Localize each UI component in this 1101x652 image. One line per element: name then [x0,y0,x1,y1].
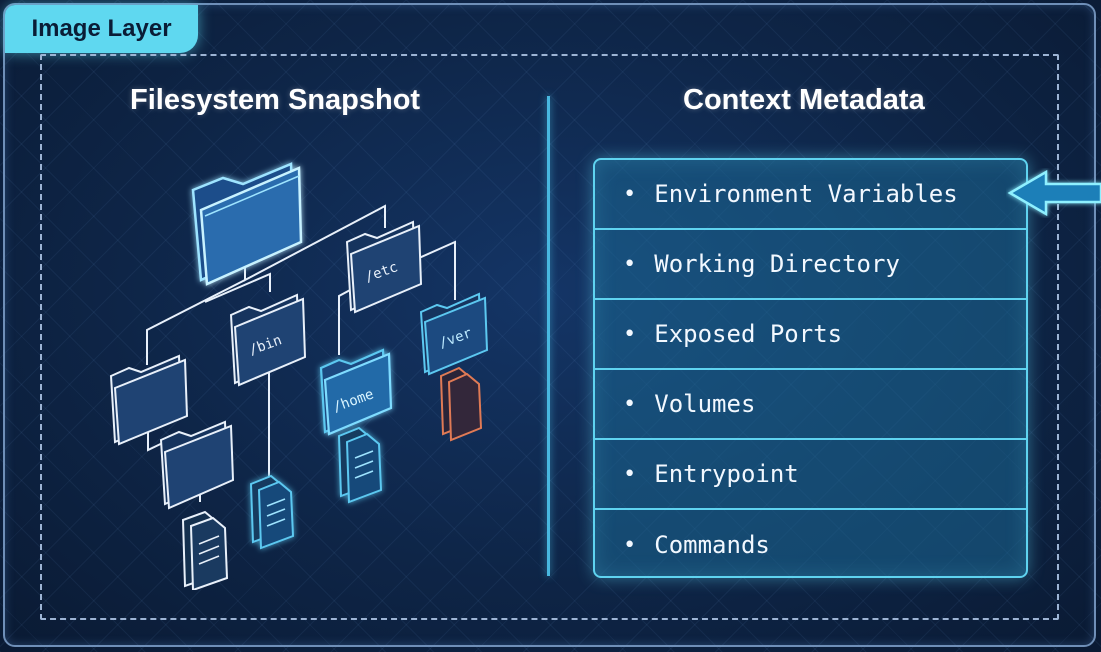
metadata-item-exposed-ports: • Exposed Ports [595,300,1026,370]
metadata-item-entrypoint: • Entrypoint [595,440,1026,510]
filesystem-tree-svg: /etc /bin /ver /home [109,162,489,592]
folder-icon: /ver [419,292,489,376]
context-metadata-panel: • Environment Variables • Working Direct… [593,158,1028,578]
metadata-item-volumes: • Volumes [595,370,1026,440]
document-icon [439,366,483,442]
filesystem-tree: /etc /bin /ver /home [95,150,515,592]
folder-icon [159,420,235,510]
document-icon [249,474,295,550]
metadata-item-label: Environment Variables [654,180,958,208]
metadata-item-label: Commands [654,531,770,559]
layer-boundary [40,54,1059,620]
document-icon [181,510,229,592]
filesystem-heading: Filesystem Snapshot [130,84,421,116]
bullet: • [623,532,637,558]
metadata-item-working-directory: • Working Directory [595,230,1026,300]
arrow-left-icon [1007,169,1101,217]
metadata-item-label: Volumes [654,390,756,418]
section-divider [547,96,550,576]
bullet: • [623,181,637,207]
metadata-item-commands: • Commands [595,510,1026,576]
metadata-heading: Context Metadata [683,84,925,116]
outer-frame [3,3,1096,647]
bullet: • [623,391,637,417]
bullet: • [623,321,637,347]
document-icon [337,426,383,504]
folder-icon [109,354,189,446]
bullet: • [623,251,637,277]
folder-icon [191,162,303,286]
metadata-item-label: Exposed Ports [654,320,843,348]
folder-icon: /home [319,348,393,436]
metadata-item-environment-variables: • Environment Variables [595,160,1026,230]
image-layer-tab: Image Layer [5,5,198,53]
bullet: • [623,461,637,487]
metadata-item-label: Entrypoint [654,460,799,488]
folder-icon: /etc [345,220,423,314]
folder-icon: /bin [229,293,307,387]
metadata-item-label: Working Directory [654,250,900,278]
